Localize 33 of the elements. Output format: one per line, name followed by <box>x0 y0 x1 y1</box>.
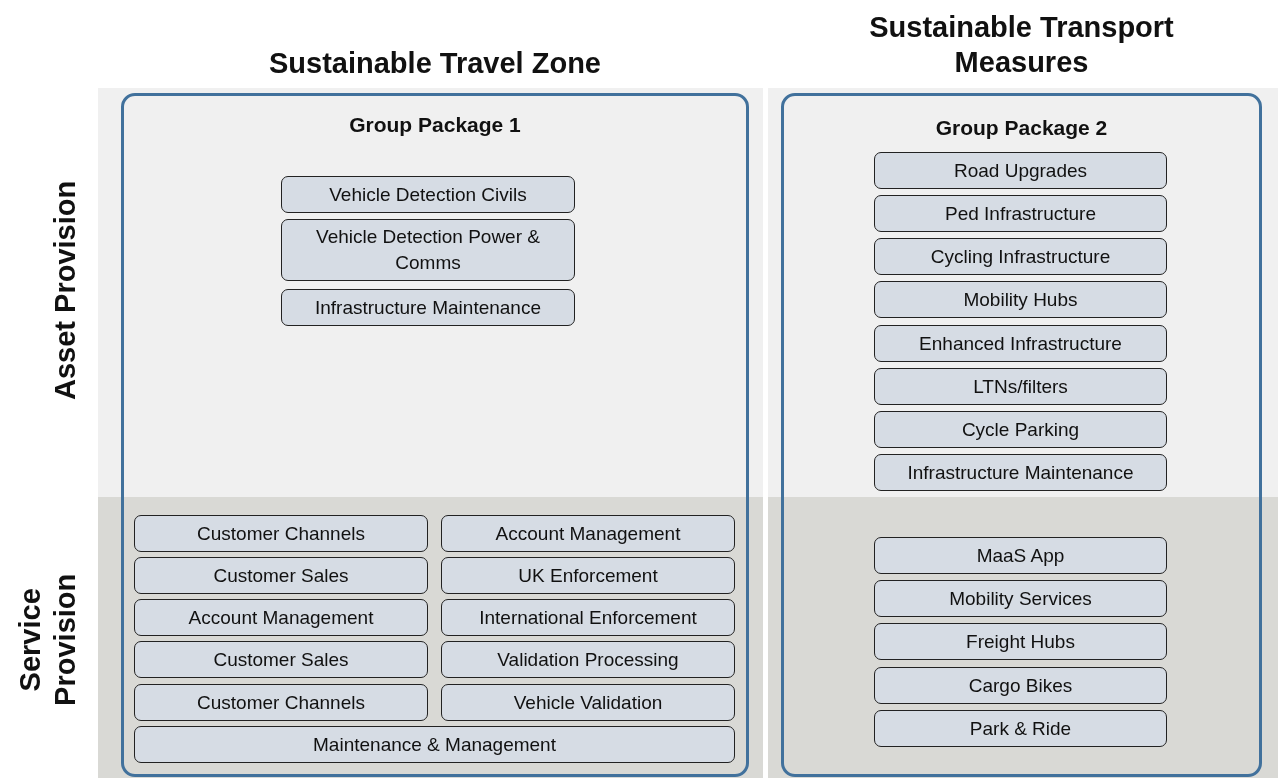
item-box: Customer Channels <box>134 684 428 721</box>
item-box: Infrastructure Maintenance <box>281 289 575 326</box>
item-box: Park & Ride <box>874 710 1167 747</box>
item-box: Cargo Bikes <box>874 667 1167 704</box>
item-box: Cycling Infrastructure <box>874 238 1167 275</box>
item-box: Account Management <box>134 599 428 636</box>
item-box: Enhanced Infrastructure <box>874 325 1167 362</box>
item-box: Customer Sales <box>134 557 428 594</box>
item-box: Vehicle Validation <box>441 684 735 721</box>
item-box: Cycle Parking <box>874 411 1167 448</box>
item-box: Validation Processing <box>441 641 735 678</box>
group-heading: Group Package 1 <box>348 113 522 137</box>
item-box: Mobility Hubs <box>874 281 1167 318</box>
item-box: Customer Sales <box>134 641 428 678</box>
item-box: Mobility Services <box>874 580 1167 617</box>
item-box: Freight Hubs <box>874 623 1167 660</box>
item-box: Road Upgrades <box>874 152 1167 189</box>
group-heading: Group Package 2 <box>934 116 1109 140</box>
item-box: MaaS App <box>874 537 1167 574</box>
item-box: International Enforcement <box>441 599 735 636</box>
item-box: Maintenance & Management <box>134 726 735 763</box>
item-box: Customer Channels <box>134 515 428 552</box>
row-label: Service Provision <box>13 572 82 708</box>
row-label: Asset Provision <box>47 180 82 400</box>
item-box: Vehicle Detection Civils <box>281 176 575 213</box>
column-title: Sustainable Travel Zone <box>268 46 602 81</box>
item-box: UK Enforcement <box>441 557 735 594</box>
item-box: LTNs/filters <box>874 368 1167 405</box>
column-title: Sustainable Transport Measures <box>868 10 1175 80</box>
item-box: Infrastructure Maintenance <box>874 454 1167 491</box>
item-box: Vehicle Detection Power & Comms <box>281 219 575 281</box>
item-box: Account Management <box>441 515 735 552</box>
item-box: Ped Infrastructure <box>874 195 1167 232</box>
